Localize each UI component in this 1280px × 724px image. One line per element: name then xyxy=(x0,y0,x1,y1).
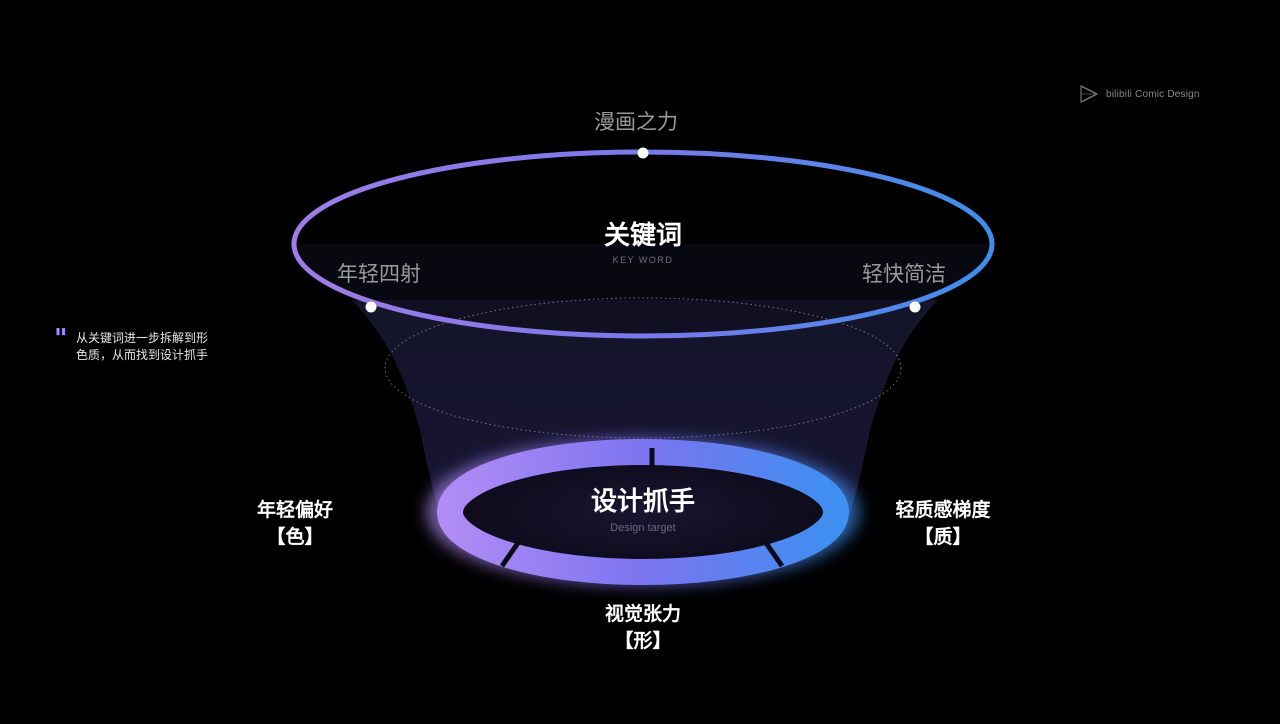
brand-name: bilibili Comic Design xyxy=(1106,88,1200,100)
play-triangle-icon xyxy=(1080,85,1098,103)
keyword-item-left: 年轻四射 xyxy=(337,262,421,286)
design-target-ring xyxy=(437,439,849,585)
ring-gap-right xyxy=(761,538,785,568)
target-color-tag: 【色】 xyxy=(266,526,324,548)
keyword-item-top: 漫画之力 xyxy=(594,110,678,134)
ring-gap-left xyxy=(499,538,523,568)
middle-dotted-ellipse xyxy=(384,297,902,439)
target-shape: 视觉张力 【形】 xyxy=(589,601,697,655)
target-texture-name: 轻质感梯度 xyxy=(895,499,991,521)
node-right xyxy=(909,301,921,313)
target-shape-tag: 【形】 xyxy=(614,630,672,652)
node-top xyxy=(637,147,649,159)
target-shape-name: 视觉张力 xyxy=(604,603,681,625)
keyword-title: 关键词 xyxy=(604,220,682,251)
target-title: 设计抓手 xyxy=(591,487,695,517)
quote-text: 从关键词进一步拆解到形色质，从而找到设计抓手 xyxy=(76,331,209,362)
target-color-name: 年轻偏好 xyxy=(256,499,333,521)
target-texture: 轻质感梯度 【质】 xyxy=(880,497,1006,551)
target-color: 年轻偏好 【色】 xyxy=(244,497,346,551)
node-left xyxy=(365,301,377,313)
brand-logo: bilibili Comic Design xyxy=(1078,84,1200,104)
quote-mark-icon: " xyxy=(54,324,68,354)
keyword-subtitle: KEY WORD xyxy=(613,255,674,265)
keyword-item-right: 轻快简洁 xyxy=(862,262,946,286)
target-texture-tag: 【质】 xyxy=(914,526,972,548)
target-subtitle: Design target xyxy=(610,522,675,534)
